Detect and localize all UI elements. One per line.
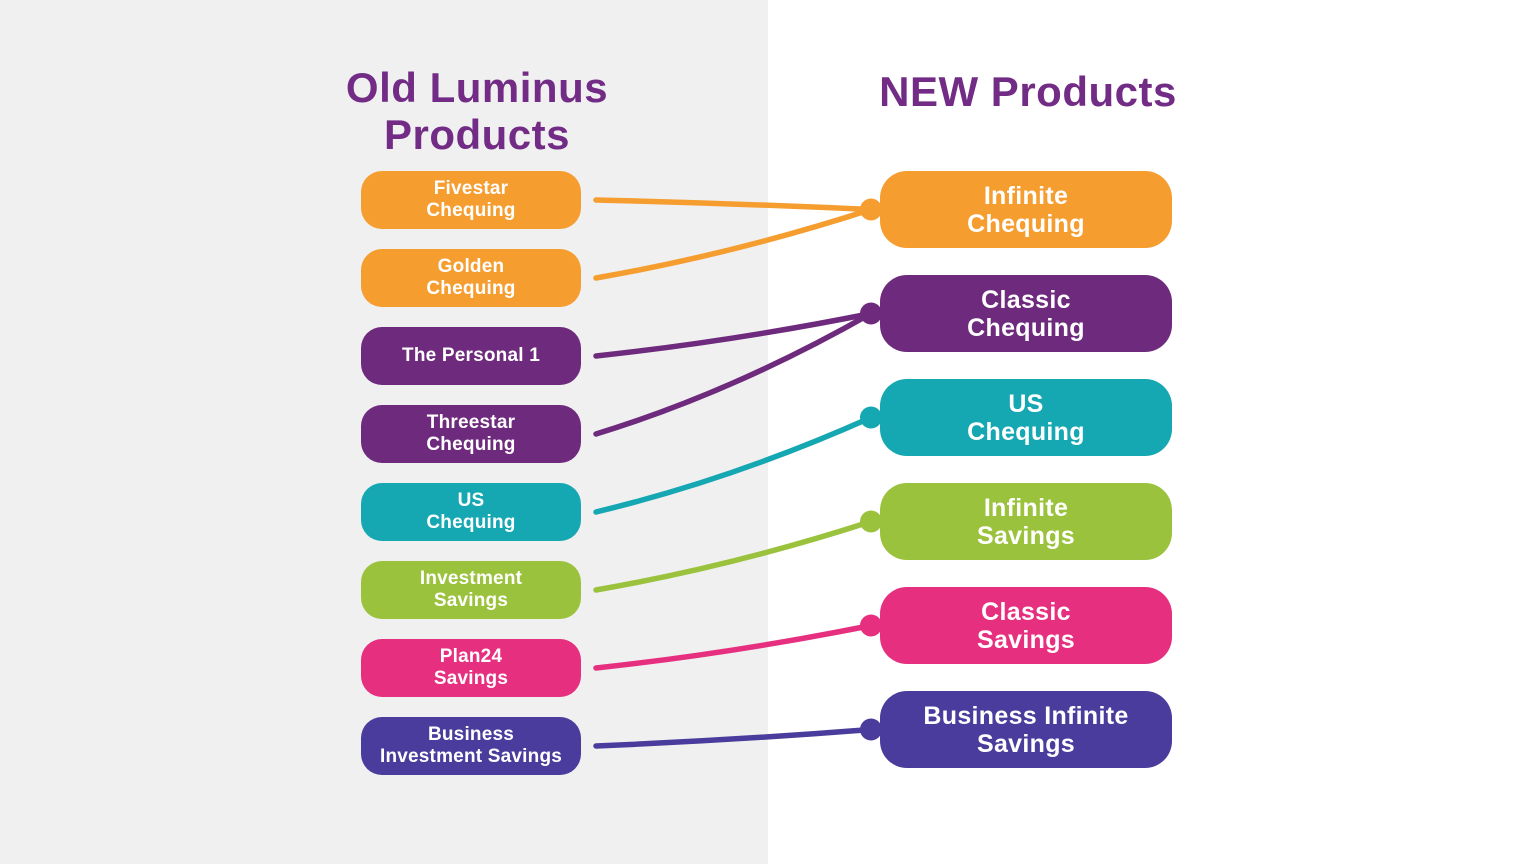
connector-dot: [860, 510, 882, 533]
old-product-fivestar-chequing: Fivestar Chequing: [361, 171, 581, 229]
new-product-classic-savings: Classic Savings: [880, 587, 1172, 664]
old-product-investment-savings: Investment Savings: [361, 561, 581, 619]
new-products-column: Infinite Chequing Classic Chequing US Ch…: [880, 171, 1172, 768]
connector-dot: [860, 406, 882, 429]
new-product-infinite-savings: Infinite Savings: [880, 483, 1172, 560]
connector-dot: [860, 614, 882, 637]
old-products-title: Old Luminus Products: [345, 64, 609, 159]
old-product-threestar-chequing: Threestar Chequing: [361, 405, 581, 463]
connector-dot: [860, 718, 882, 741]
new-product-infinite-chequing: Infinite Chequing: [880, 171, 1172, 248]
new-products-title: NEW Products: [879, 68, 1177, 115]
old-product-golden-chequing: Golden Chequing: [361, 249, 581, 307]
old-product-the-personal-1: The Personal 1: [361, 327, 581, 385]
new-product-classic-chequing: Classic Chequing: [880, 275, 1172, 352]
old-product-us-chequing: US Chequing: [361, 483, 581, 541]
old-product-business-investment-savings: Business Investment Savings: [361, 717, 581, 775]
new-product-business-infinite-savings: Business Infinite Savings: [880, 691, 1172, 768]
old-product-plan24-savings: Plan24 Savings: [361, 639, 581, 697]
new-product-us-chequing: US Chequing: [880, 379, 1172, 456]
connector-dot: [860, 302, 882, 325]
connector-dot: [860, 198, 882, 221]
old-products-column: Fivestar Chequing Golden Chequing The Pe…: [361, 171, 581, 775]
